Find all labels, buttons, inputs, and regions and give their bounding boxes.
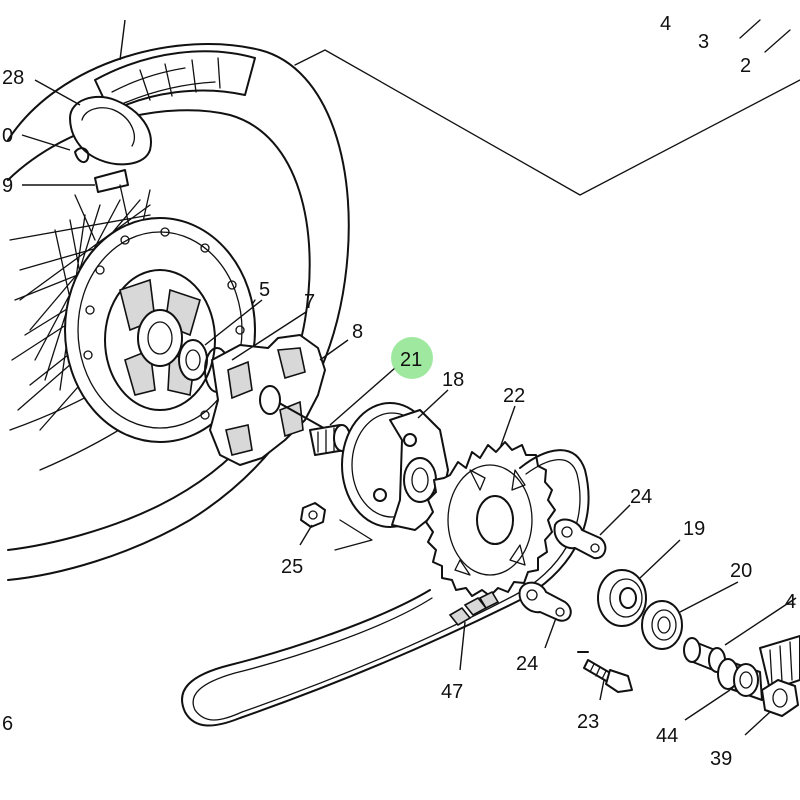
leader-lines [21,19,797,736]
callout-3: 3 [698,31,709,53]
callout-25: 25 [281,556,303,578]
callout-4: 4 [660,13,671,35]
chain-adjuster-lower [518,581,572,622]
axle-shaft [759,635,800,691]
valve-stem [74,147,129,193]
rear-tire [7,43,350,581]
axle-bearing [597,569,647,627]
adjuster-bolt [577,651,633,693]
callout-5: 5 [259,279,270,301]
callout-22: 22 [503,385,525,407]
callout-2: 2 [740,55,751,77]
callout-19: 19 [683,518,705,540]
sprocket [425,441,556,597]
inner-tube [69,95,152,166]
callout-7: 7 [304,291,315,313]
drive-chain [181,449,590,727]
callout-18: 18 [442,369,464,391]
damper-hub [209,334,346,466]
bearing [178,339,208,381]
callout-4-edge: 4 [785,591,796,613]
callout-labels: 28 0 9 5 7 8 21 18 22 24 19 20 4 25 24 4… [2,13,796,770]
callout-24-upper: 24 [630,486,652,508]
nut [300,502,326,528]
callout-21[interactable]: 21 [400,349,422,371]
chain-adjuster-upper [553,518,607,560]
oil-seal [641,600,683,650]
callout-9: 9 [2,175,13,197]
callout-28: 28 [2,67,24,89]
callout-47: 47 [441,681,463,703]
callout-edge: 6 [2,713,13,735]
axle-spacer [717,658,763,701]
callout-23: 23 [577,711,599,733]
callout-20: 20 [730,560,752,582]
axle-nut [761,679,799,717]
callout-0: 0 [2,125,13,147]
swingarm-outline [294,19,800,196]
master-link [448,590,500,627]
callout-24-lower: 24 [516,653,538,675]
callout-44: 44 [656,725,678,747]
callout-39: 39 [710,748,732,770]
callout-8: 8 [352,321,363,343]
highlight-marker [391,337,433,379]
